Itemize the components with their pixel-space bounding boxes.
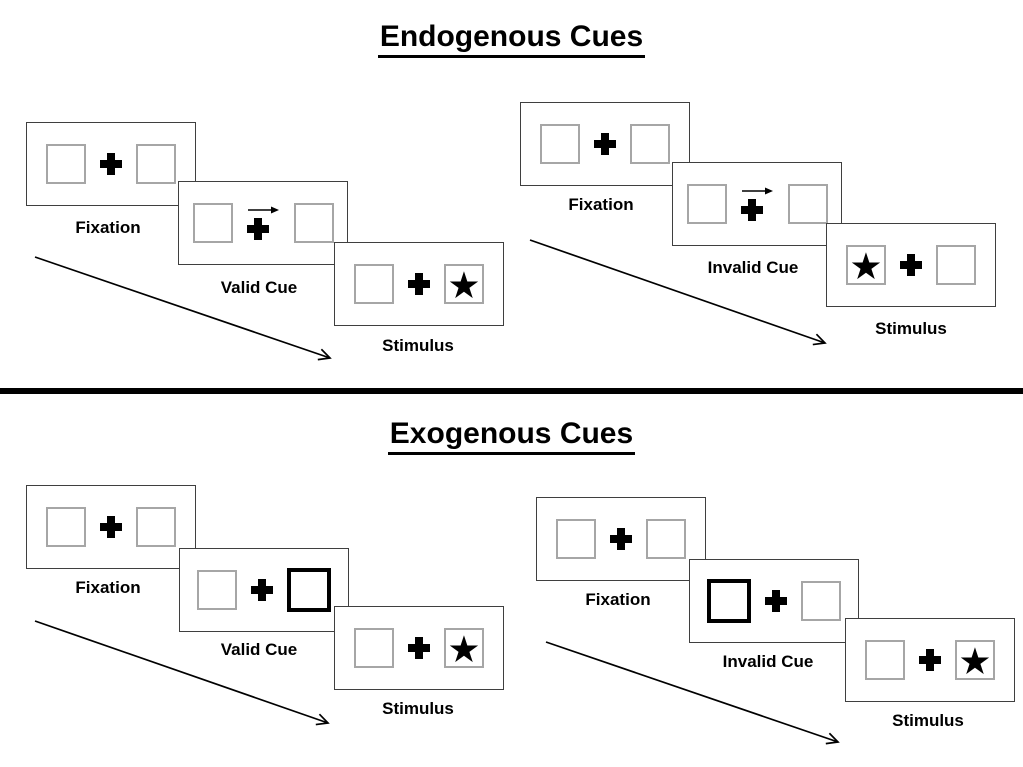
left-target-box	[556, 519, 596, 559]
panel-label: Fixation	[75, 218, 141, 237]
right-target-box	[646, 519, 686, 559]
right-target-box: ★	[444, 264, 484, 304]
left-target-box	[46, 507, 86, 547]
panel-label: Invalid Cue	[722, 652, 814, 671]
central-cue-stack	[246, 205, 280, 240]
left-target-box	[354, 264, 394, 304]
endogenous-invalid-cue-panel	[672, 162, 842, 246]
central-cue-stack	[740, 186, 774, 221]
timeline-arrow-icon	[34, 256, 332, 361]
exogenous-section-title: Exogenous Cues	[0, 417, 1023, 455]
panel-label: Fixation	[568, 195, 634, 214]
panel-label: Valid Cue	[220, 640, 298, 659]
fixation-cross-icon	[765, 590, 787, 612]
panel-label: Stimulus	[875, 319, 947, 338]
left-target-box	[192, 203, 233, 243]
endogenous-invalid-fixation-panel	[520, 102, 690, 186]
left-target-box	[354, 628, 394, 668]
fixation-cross-icon	[594, 133, 616, 155]
panel-label: Stimulus	[382, 699, 454, 718]
left-target-box	[686, 184, 727, 224]
left-target-box	[865, 640, 905, 680]
panel-label: Fixation	[75, 578, 141, 597]
star-stimulus-icon: ★	[447, 628, 481, 668]
panel-label: Invalid Cue	[707, 258, 799, 277]
endogenous-section-title: Endogenous Cues	[0, 20, 1023, 58]
right-target-box: ★	[444, 628, 484, 668]
fixation-cross-icon	[408, 637, 430, 659]
panel-label: Stimulus	[892, 711, 964, 730]
fixation-cross-icon	[740, 198, 763, 221]
panel-label: Stimulus	[382, 336, 454, 355]
right-target-box: ★	[955, 640, 995, 680]
endogenous-valid-stimulus-panel: ★	[334, 242, 504, 326]
right-cue-box-highlighted	[287, 568, 331, 612]
exogenous-valid-stimulus-panel: ★	[334, 606, 504, 690]
exogenous-title-text: Exogenous Cues	[387, 417, 636, 455]
fixation-cross-icon	[408, 273, 430, 295]
exogenous-valid-cue-panel	[179, 548, 349, 632]
exogenous-invalid-fixation-panel	[536, 497, 706, 581]
left-target-box: ★	[846, 245, 886, 285]
panel-label: Valid Cue	[220, 278, 298, 297]
right-target-box	[787, 184, 828, 224]
fixation-cross-icon	[100, 153, 122, 175]
exogenous-valid-fixation-panel	[26, 485, 196, 569]
timeline-arrow-icon	[34, 620, 330, 726]
fixation-cross-icon	[900, 254, 922, 276]
endogenous-title-text: Endogenous Cues	[377, 20, 646, 58]
fixation-cross-icon	[251, 579, 273, 601]
exogenous-invalid-stimulus-panel: ★	[845, 618, 1015, 702]
fixation-cross-icon	[610, 528, 632, 550]
left-cue-box-highlighted	[707, 579, 751, 623]
right-target-box	[936, 245, 976, 285]
cue-arrow-right-icon	[741, 187, 773, 194]
left-target-box	[46, 144, 86, 184]
star-stimulus-icon: ★	[447, 264, 481, 304]
panel-label: Fixation	[585, 590, 651, 609]
endogenous-invalid-stimulus-panel: ★	[826, 223, 996, 307]
timeline-arrow-icon	[529, 239, 827, 346]
left-target-box	[540, 124, 580, 164]
fixation-cross-icon	[100, 516, 122, 538]
right-target-box	[136, 507, 176, 547]
right-target-box	[293, 203, 334, 243]
right-target-box	[136, 144, 176, 184]
fixation-cross-icon	[246, 217, 269, 240]
section-divider-line	[0, 388, 1023, 394]
right-target-box	[630, 124, 670, 164]
right-target-box	[801, 581, 841, 621]
fixation-cross-icon	[919, 649, 941, 671]
exogenous-invalid-cue-panel	[689, 559, 859, 643]
star-stimulus-icon: ★	[958, 640, 992, 680]
endogenous-valid-fixation-panel	[26, 122, 196, 206]
endogenous-valid-cue-panel	[178, 181, 348, 265]
cue-arrow-right-icon	[247, 206, 279, 213]
left-target-box	[197, 570, 237, 610]
star-stimulus-icon: ★	[849, 245, 883, 285]
